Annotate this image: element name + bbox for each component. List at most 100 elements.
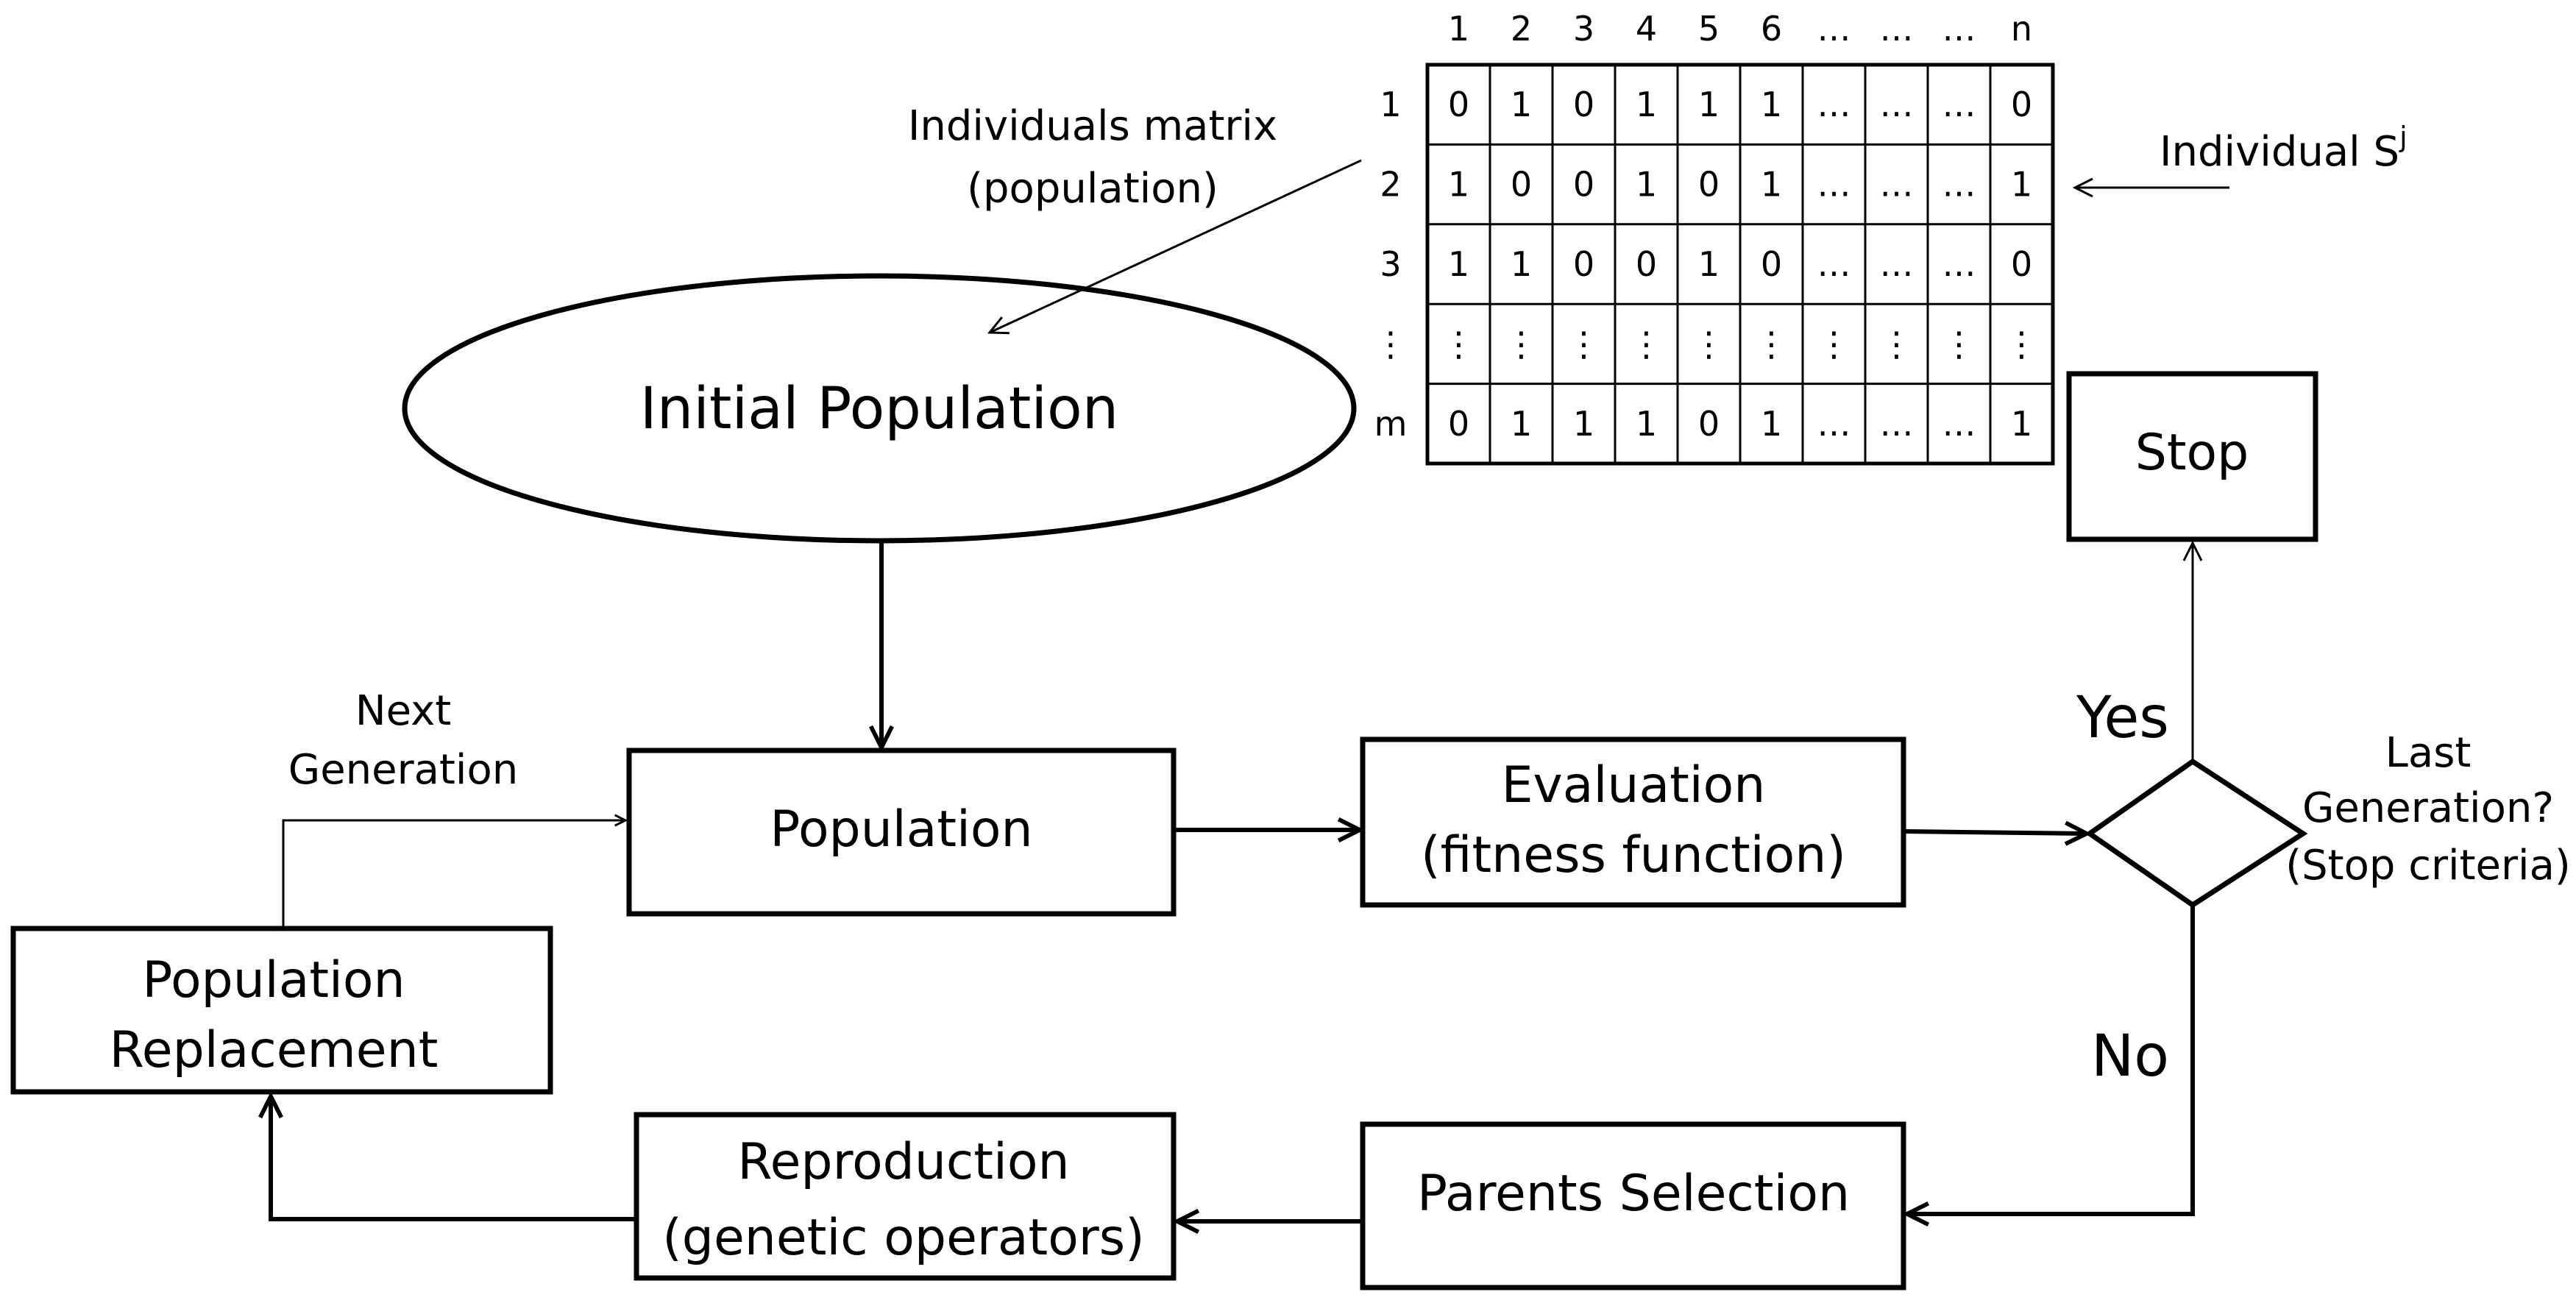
- parents-selection-node: Parents Selection: [1360, 1121, 1906, 1290]
- matrix-cell: ⋮: [1755, 324, 1789, 363]
- reproduction-label-line2: (genetic operators): [662, 1209, 1144, 1267]
- matrix-cell: 1: [1698, 244, 1720, 284]
- matrix-cell: 0: [1573, 165, 1594, 205]
- matrix-row-header: ⋮: [1374, 324, 1408, 363]
- initial-population-node: Initial Population: [402, 273, 1357, 544]
- matrix-cell: ⋮: [1817, 324, 1851, 363]
- matrix-row-header: 2: [1380, 165, 1401, 205]
- matrix-cell: ⋮: [2005, 324, 2039, 363]
- matrix-cell: 1: [1698, 85, 1720, 124]
- matrix-cell: 1: [1573, 404, 1594, 444]
- matrix-column-header: …: [1880, 9, 1914, 49]
- evaluation-box: [1360, 736, 1906, 908]
- matrix-cell: 0: [1636, 244, 1657, 284]
- matrix-cell: 1: [1761, 85, 1782, 124]
- population-replacement-label-line1: Population: [142, 951, 405, 1009]
- matrix-column-header: 1: [1448, 9, 1469, 49]
- matrix-grid: [1427, 65, 2053, 464]
- matrix-cell: 1: [1511, 85, 1532, 124]
- matrix-cell: ⋮: [1505, 324, 1539, 363]
- matrix-cell: …: [1942, 404, 1976, 444]
- population-label: Population: [770, 800, 1032, 859]
- matrix-cell: 1: [1636, 165, 1657, 205]
- stop-criteria-decision: Last Generation? (Stop criteria): [2084, 729, 2571, 909]
- matrix-cell: ⋮: [1442, 324, 1476, 363]
- edge-evaluation-to-decision: [1905, 831, 2087, 834]
- matrix-column-header: 6: [1761, 9, 1782, 49]
- matrix-cell: …: [1817, 85, 1851, 124]
- individuals-matrix-annotation: Individuals matrix (population): [908, 102, 1362, 333]
- population-replacement-label-line2: Replacement: [110, 1021, 439, 1079]
- matrix-cell: 1: [2011, 404, 2032, 444]
- matrix-cell: 0: [1448, 404, 1469, 444]
- matrix-cell: 1: [1511, 244, 1532, 284]
- matrix-cell: 0: [2011, 85, 2032, 124]
- no-label: No: [2091, 1023, 2169, 1090]
- stop-node: Stop: [2066, 371, 2318, 542]
- matrix-cell: 0: [1573, 85, 1594, 124]
- population-replacement-node: Population Replacement: [10, 926, 553, 1095]
- individual-label-superscript: j: [2399, 121, 2408, 153]
- matrix-cell: ⋮: [1567, 324, 1601, 363]
- matrix-row-headers: 1 2 3 ⋮ m: [1374, 85, 1408, 444]
- initial-population-label: Initial Population: [640, 376, 1118, 442]
- matrix-cell: 1: [1511, 404, 1532, 444]
- evaluation-node: Evaluation (fitness function): [1360, 736, 1906, 908]
- matrix-cell: …: [1942, 165, 1976, 205]
- matrix-cell: …: [1880, 85, 1914, 124]
- matrix-cell: ⋮: [1630, 324, 1664, 363]
- population-box: [626, 748, 1177, 917]
- matrix-column-header: …: [1942, 9, 1976, 49]
- matrix-column-header: 5: [1698, 9, 1720, 49]
- matrix-cell: …: [1817, 404, 1851, 444]
- matrix-cell: 1: [1448, 165, 1469, 205]
- reproduction-label-line1: Reproduction: [737, 1133, 1069, 1191]
- matrix-column-header: 3: [1573, 9, 1594, 49]
- individual-label: Individual Sj: [2160, 121, 2408, 176]
- edge-reproduction-to-replacement: [271, 1096, 635, 1221]
- matrix-cell: 0: [1698, 404, 1720, 444]
- stop-box: [2066, 371, 2318, 542]
- matrix-cell: 1: [2011, 165, 2032, 205]
- individuals-matrix-pointer-arrow: [990, 159, 1362, 333]
- initial-population-ellipse: [402, 273, 1357, 544]
- next-generation-label-line2: Generation: [288, 746, 518, 794]
- matrix-column-header: …: [1817, 9, 1851, 49]
- yes-label: Yes: [2076, 685, 2169, 751]
- matrix-cell: 0: [1511, 165, 1532, 205]
- matrix-row-header: 3: [1380, 244, 1401, 284]
- individual-annotation: Individual Sj: [2075, 121, 2408, 188]
- decision-label-line1: Last: [2385, 729, 2472, 777]
- matrix-cell: …: [1817, 244, 1851, 284]
- matrix-cell: 0: [1761, 244, 1782, 284]
- matrix-cell: 1: [1761, 404, 1782, 444]
- matrix-column-header: 2: [1511, 9, 1532, 49]
- matrix-cell: …: [1880, 404, 1914, 444]
- population-replacement-box: [10, 926, 553, 1095]
- matrix-cell: 0: [1573, 244, 1594, 284]
- evaluation-label-line2: (fitness function): [1421, 826, 1846, 884]
- matrix-cell: 1: [1761, 165, 1782, 205]
- matrix-cell: 0: [2011, 244, 2032, 284]
- reproduction-node: Reproduction (genetic operators): [634, 1112, 1177, 1281]
- matrix-row-header: 1: [1380, 85, 1401, 124]
- parents-selection-box: [1360, 1121, 1906, 1290]
- matrix-cell: 0: [1698, 165, 1720, 205]
- parents-selection-label: Parents Selection: [1417, 1165, 1850, 1223]
- matrix-cell: ⋮: [1692, 324, 1726, 363]
- matrix-column-header: n: [2011, 9, 2032, 49]
- matrix-cell: …: [1817, 165, 1851, 205]
- matrix-cell: …: [1942, 85, 1976, 124]
- edge-decision-to-parents-selection: [1907, 906, 2195, 1214]
- matrix-cell: 0: [1448, 85, 1469, 124]
- matrix-cell: 1: [1636, 85, 1657, 124]
- reproduction-box: [634, 1112, 1177, 1281]
- matrix-cell: 1: [1448, 244, 1469, 284]
- matrix-cell: ⋮: [1942, 324, 1976, 363]
- matrix-row-header: m: [1374, 404, 1408, 444]
- matrix-cell: 1: [1636, 404, 1657, 444]
